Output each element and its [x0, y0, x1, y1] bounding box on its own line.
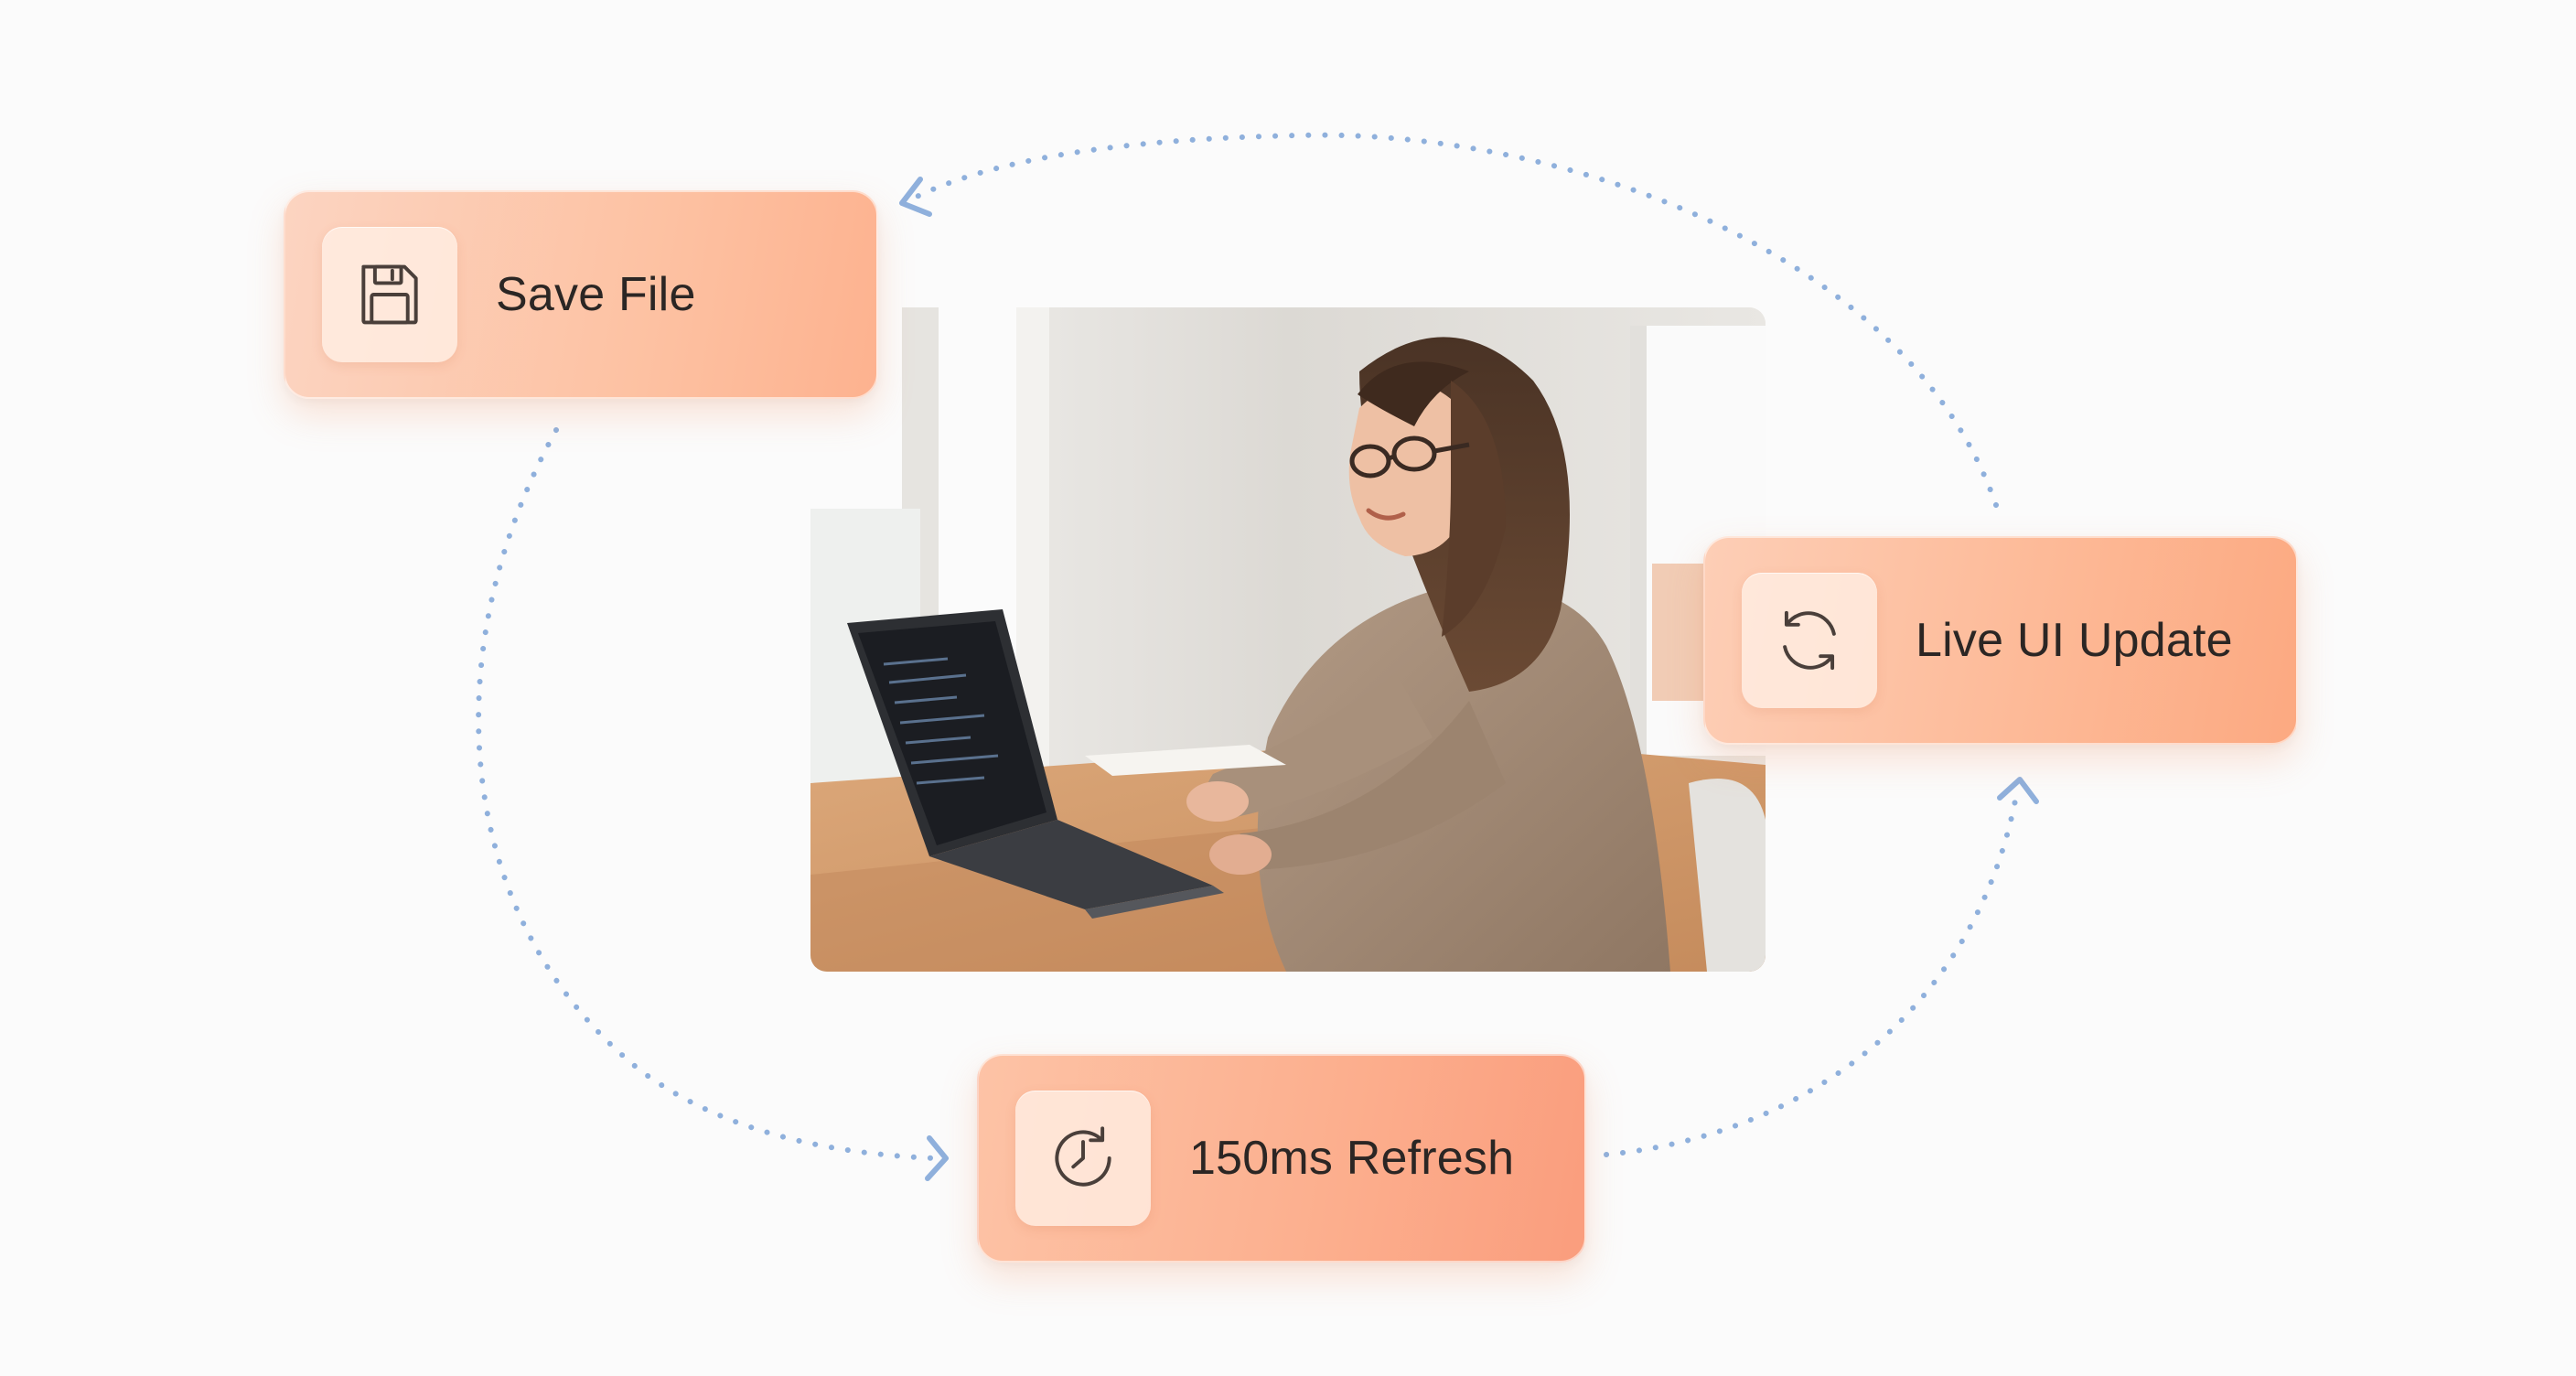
refresh-cycle-icon [1783, 610, 1836, 671]
save-file-label: Save File [496, 268, 696, 321]
live-ui-update-icon-tile [1742, 573, 1877, 708]
arrowhead-into-refresh [925, 1135, 949, 1181]
live-ui-update-label: Live UI Update [1916, 614, 2233, 667]
refresh-interval-card: 150ms Refresh [977, 1054, 1586, 1263]
arrowhead-into-save [899, 177, 932, 217]
refresh-interval-label: 150ms Refresh [1189, 1132, 1515, 1185]
save-file-icon-tile [322, 227, 457, 362]
arrowhead-into-live [1997, 777, 2039, 804]
clock-refresh-icon [1055, 1126, 1111, 1187]
live-ui-update-card: Live UI Update [1703, 536, 2298, 745]
connector-save-to-refresh [476, 427, 938, 1161]
connector-live-to-save [908, 132, 1999, 508]
floppy-disk-icon [361, 264, 418, 325]
save-file-card: Save File [284, 190, 878, 399]
person-at-laptop-photo [810, 307, 1766, 972]
connector-refresh-to-live [1604, 793, 2019, 1157]
refresh-interval-icon-tile [1015, 1091, 1151, 1226]
